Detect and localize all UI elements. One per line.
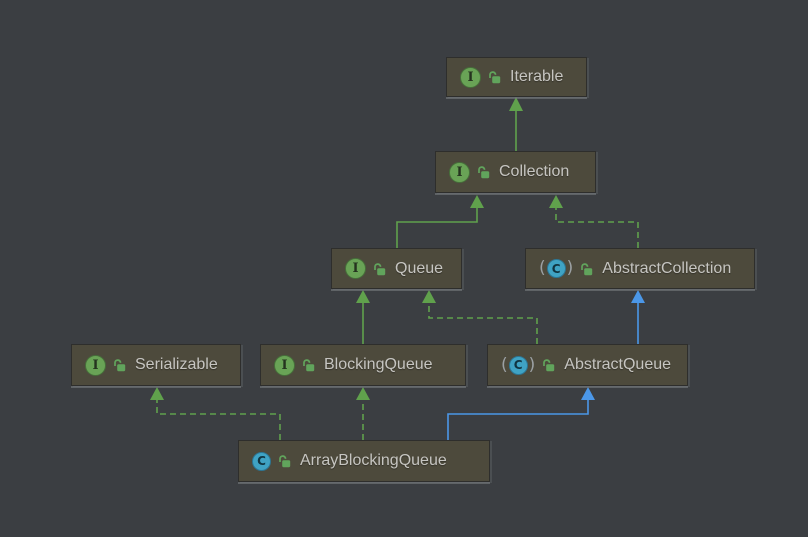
edge-queue-extends-collection bbox=[396, 195, 484, 248]
node-abstract-collection[interactable]: ( C ) AbstractCollection bbox=[525, 248, 755, 289]
edge-abstractqueue-extends-abstractcollection bbox=[631, 290, 645, 344]
edge-arrayblockingqueue-implements-blockingqueue bbox=[356, 387, 370, 440]
node-blocking-queue[interactable]: I BlockingQueue bbox=[260, 344, 466, 386]
unlocked-padlock-icon bbox=[303, 359, 315, 372]
abstract-paren-right: ) bbox=[528, 354, 536, 375]
unlocked-padlock-icon bbox=[543, 359, 555, 372]
edge-collection-extends-iterable bbox=[509, 97, 523, 152]
node-label: Collection bbox=[499, 163, 570, 180]
edge-arrayblockingqueue-implements-serializable bbox=[150, 387, 281, 440]
abstract-class-icon: ( C ) bbox=[539, 259, 573, 278]
interface-icon: I bbox=[460, 66, 481, 88]
unlocked-padlock-icon bbox=[581, 262, 593, 275]
edge-blockingqueue-extends-queue bbox=[356, 290, 370, 344]
interface-icon: I bbox=[85, 354, 106, 376]
interface-icon: I bbox=[449, 161, 470, 183]
unlocked-padlock-icon bbox=[478, 166, 490, 179]
abstract-paren-right: ) bbox=[566, 258, 574, 278]
node-label: AbstractQueue bbox=[564, 356, 672, 373]
abstract-paren-left: ( bbox=[501, 354, 508, 375]
node-array-blocking-queue[interactable]: C ArrayBlockingQueue bbox=[238, 440, 490, 482]
node-label: Iterable bbox=[510, 68, 564, 85]
class-circle-glyph: C bbox=[546, 259, 566, 278]
node-collection[interactable]: I Collection bbox=[435, 151, 596, 193]
class-circle-glyph: C bbox=[508, 355, 528, 375]
interface-icon: I bbox=[345, 258, 366, 279]
node-label: ArrayBlockingQueue bbox=[300, 452, 447, 469]
node-serializable[interactable]: I Serializable bbox=[71, 344, 241, 386]
unlocked-padlock-icon bbox=[374, 262, 386, 275]
class-icon: C bbox=[252, 451, 271, 471]
node-label: AbstractCollection bbox=[602, 259, 732, 277]
unlocked-padlock-icon bbox=[114, 359, 126, 372]
unlocked-padlock-icon bbox=[489, 71, 501, 84]
abstract-class-icon: ( C ) bbox=[501, 354, 536, 375]
node-label: BlockingQueue bbox=[324, 356, 433, 373]
node-abstract-queue[interactable]: ( C ) AbstractQueue bbox=[487, 344, 688, 386]
unlocked-padlock-icon bbox=[279, 455, 291, 468]
abstract-paren-left: ( bbox=[539, 258, 546, 278]
edge-abstractqueue-implements-queue bbox=[422, 290, 538, 344]
node-label: Queue bbox=[395, 259, 444, 277]
interface-icon: I bbox=[274, 354, 295, 376]
node-queue[interactable]: I Queue bbox=[331, 248, 462, 289]
node-label: Serializable bbox=[135, 356, 218, 373]
edge-abstractcollection-implements-collection bbox=[549, 195, 639, 248]
node-iterable[interactable]: I Iterable bbox=[446, 57, 587, 97]
edge-arrayblockingqueue-extends-abstractqueue bbox=[447, 387, 595, 440]
